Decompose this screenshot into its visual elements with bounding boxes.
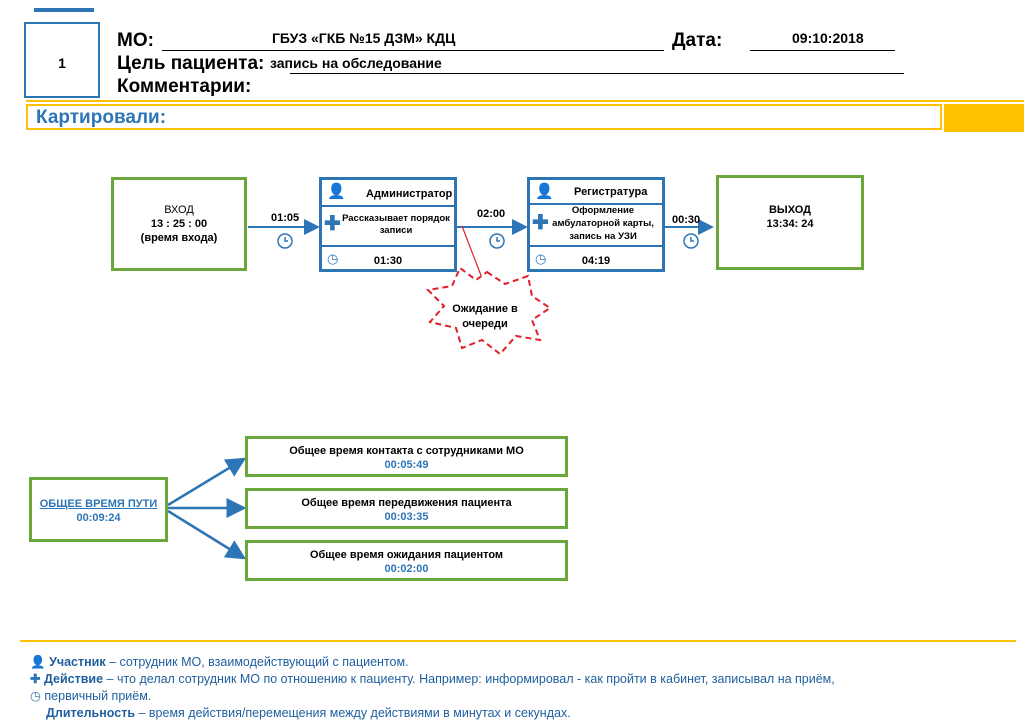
- legend-action-line2: ◷ первичный приём.: [30, 688, 1010, 705]
- clock-icon: [277, 233, 293, 249]
- date-underline: [750, 50, 895, 51]
- legend-action-term: Действие: [43, 672, 104, 686]
- waiting-text: Ожидание в очереди: [452, 303, 518, 330]
- movement-time-box: Общее время передвижения пациента 00:03:…: [245, 488, 568, 529]
- exit-title: ВЫХОД: [768, 204, 811, 216]
- exit-box: ВЫХОД 13:34: 24: [716, 175, 864, 270]
- plus-icon: ✚: [532, 212, 549, 234]
- mo-underline: [162, 50, 664, 51]
- goal-underline: [290, 73, 904, 74]
- goal-label: Цель пациента:: [117, 53, 265, 74]
- mapped-bar-top-line: [26, 100, 1024, 102]
- person-icon: 👤: [535, 183, 554, 200]
- timer-icon: ◷: [535, 251, 547, 266]
- admin-box: 👤 Администратор ✚ Рассказывает порядок з…: [319, 177, 457, 272]
- contact-time-box: Общее время контакта с сотрудниками МО 0…: [245, 436, 568, 477]
- timer-icon: ◷: [30, 689, 41, 703]
- page-number: 1: [58, 55, 66, 71]
- waiting-burst: [425, 266, 552, 356]
- header-accent-bar: [34, 8, 94, 12]
- movement-time-label: Общее время передвижения пациента: [301, 497, 512, 509]
- entry-box: ВХОД 13 : 25 : 00 (время входа): [111, 177, 247, 271]
- legend: 👤 Участник – сотрудник МО, взаимодейству…: [30, 654, 1010, 722]
- registry-duration: 04:19: [581, 255, 611, 267]
- date-value: 09:10:2018: [792, 30, 864, 46]
- total-time-label: ОБЩЕЕ ВРЕМЯ ПУТИ: [39, 498, 158, 510]
- entry-note: (время входа): [140, 232, 218, 244]
- admin-action: Рассказывает порядок записи: [342, 213, 450, 236]
- mo-value: ГБУЗ «ГКБ №15 ДЗМ» КДЦ: [272, 30, 456, 46]
- comments-label: Комментарии:: [117, 76, 252, 97]
- legend-participant: 👤 Участник – сотрудник МО, взаимодейству…: [30, 654, 1010, 671]
- waiting-time-box: Общее время ожидания пациентом 00:02:00: [245, 540, 568, 581]
- entry-time: 13 : 25 : 00: [150, 218, 208, 230]
- waiting-time-label: Общее время ожидания пациентом: [309, 549, 504, 561]
- travel-time-1: 01:05: [271, 212, 300, 224]
- plus-icon: ✚: [30, 672, 41, 686]
- mapped-bar: [26, 104, 942, 130]
- legend-participant-term: Участник: [49, 655, 106, 669]
- person-icon: 👤: [327, 183, 346, 200]
- total-time-box: ОБЩЕЕ ВРЕМЯ ПУТИ 00:09:24: [29, 477, 168, 542]
- mapped-label: Картировали:: [36, 107, 167, 128]
- admin-divider-2: [322, 245, 454, 247]
- clock-icon: [683, 233, 699, 249]
- date-label: Дата:: [672, 30, 723, 51]
- admin-divider-1: [322, 205, 454, 207]
- timer-icon: ◷: [327, 251, 339, 266]
- total-time-value: 00:09:24: [76, 512, 121, 524]
- legend-duration-desc: – время действия/перемещения между дейст…: [135, 706, 571, 720]
- travel-time-2: 02:00: [477, 208, 506, 220]
- summary-arrow-waiting: [167, 509, 247, 560]
- person-icon: 👤: [30, 655, 46, 669]
- registry-divider-2: [530, 245, 662, 247]
- legend-action-desc2: первичный приём.: [44, 689, 152, 703]
- legend-participant-desc: – сотрудник МО, взаимодействующий с паци…: [105, 655, 409, 669]
- page-number-box: 1: [24, 22, 100, 98]
- mo-label: МО:: [117, 30, 154, 51]
- travel-time-3: 00:30: [672, 214, 701, 226]
- goal-value: запись на обследование: [270, 55, 442, 71]
- registry-action: Оформление амбулаторной карты, запись на…: [552, 205, 654, 242]
- legend-duration: Длительность – время действия/перемещени…: [30, 705, 1010, 722]
- registry-title: Регистратура: [574, 186, 648, 198]
- admin-duration: 01:30: [373, 255, 403, 267]
- exit-time: 13:34: 24: [766, 218, 814, 230]
- registry-divider-1: [530, 203, 662, 205]
- contact-time-value: 00:05:49: [384, 459, 429, 471]
- registry-box: 👤 Регистратура ✚ Оформление амбулаторной…: [527, 177, 665, 272]
- waiting-callout-line: [461, 225, 483, 279]
- mapped-bar-fill: [944, 104, 1024, 132]
- entry-title: ВХОД: [164, 204, 194, 216]
- waiting-time-value: 00:02:00: [384, 563, 429, 575]
- legend-action-desc: – что делал сотрудник МО по отношению к …: [103, 672, 835, 686]
- plus-icon: ✚: [324, 213, 341, 235]
- movement-time-value: 00:03:35: [384, 511, 429, 523]
- contact-time-label: Общее время контакта с сотрудниками МО: [289, 445, 524, 457]
- legend-duration-term: Длительность: [46, 706, 136, 720]
- admin-title: Администратор: [366, 188, 453, 200]
- clock-icon: [489, 233, 505, 249]
- legend-action: ✚ Действие – что делал сотрудник МО по о…: [30, 671, 1010, 688]
- summary-arrow-contact: [167, 457, 247, 507]
